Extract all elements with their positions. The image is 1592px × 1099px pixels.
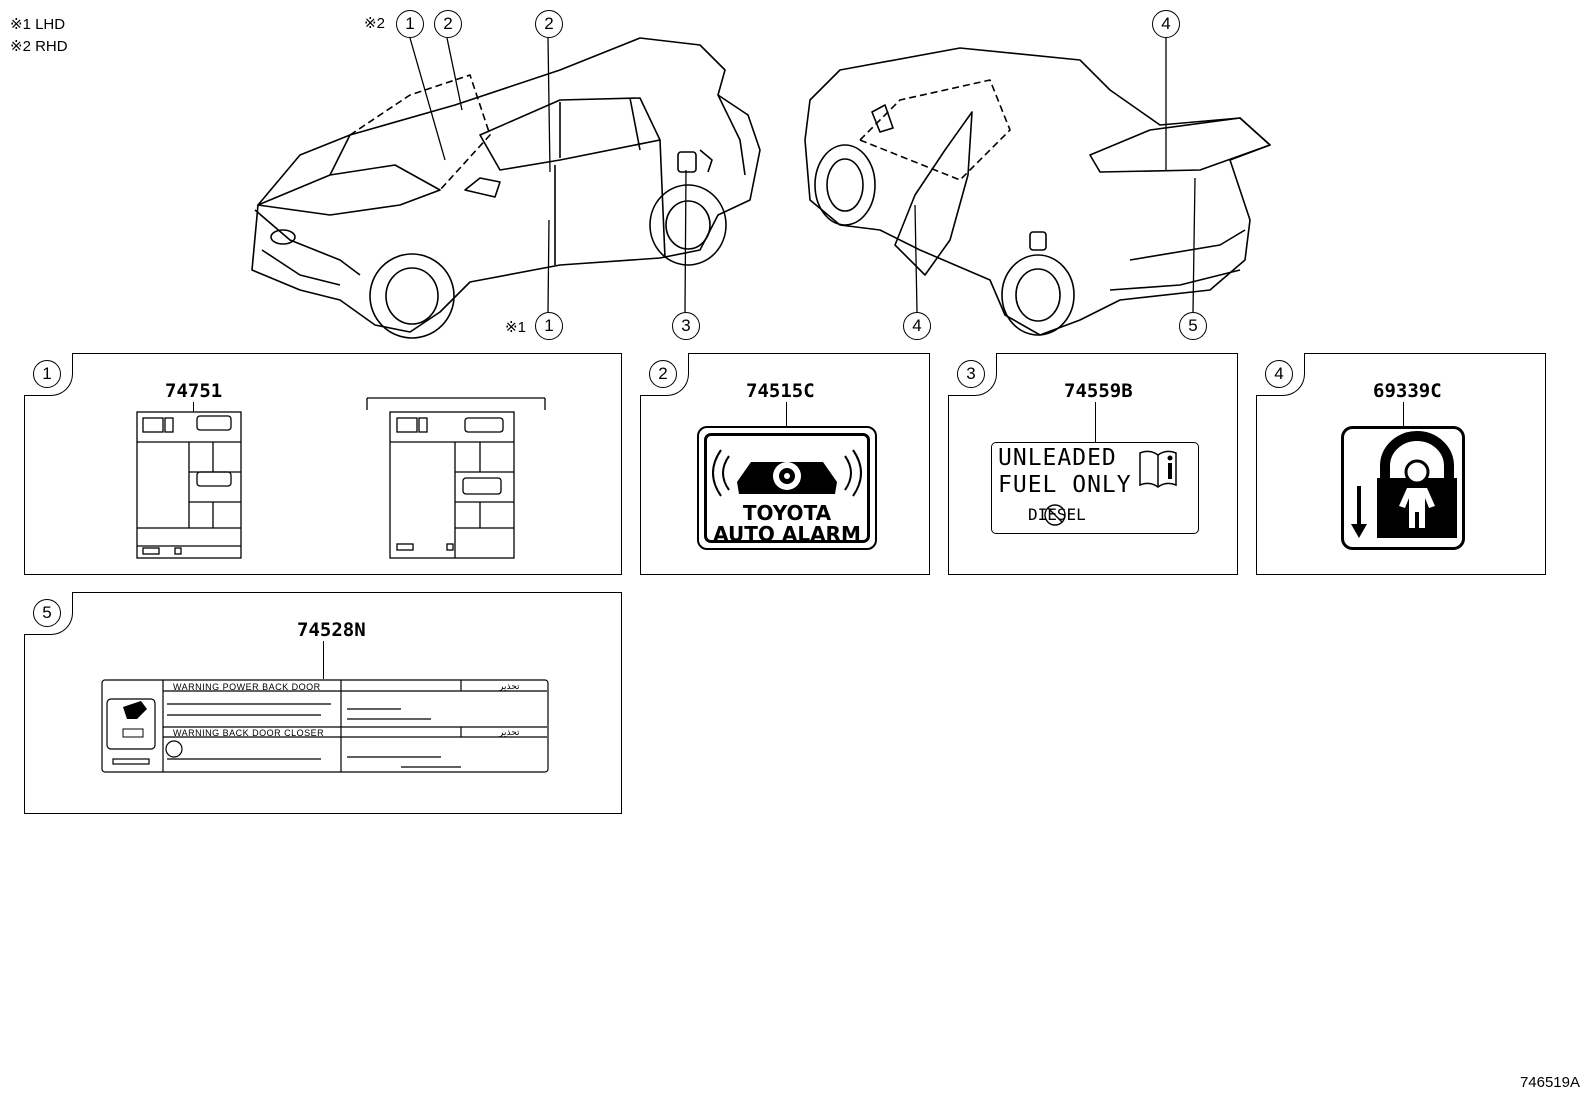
warning-header-power-back-door: WARNING POWER BACK DOOR: [173, 682, 321, 692]
panel-1: 1 74751: [24, 353, 622, 575]
tire-label-drawings: [136, 397, 546, 559]
part-number-74515C: 74515C: [746, 380, 815, 402]
callout-note-rhd: ※2: [364, 15, 385, 32]
callout-4-bottom: 4: [903, 312, 931, 340]
panel-3-number: 3: [957, 360, 985, 388]
panel-5-number: 5: [33, 599, 61, 627]
callout-note-lhd: ※1: [505, 319, 526, 336]
part-number-74528N: 74528N: [297, 619, 366, 641]
warning-arabic-2: تحذير: [499, 727, 520, 737]
warning-arabic-1: تحذير: [499, 681, 520, 691]
panel-5: 5 74528N WARNING POWER BACK DOOR WARNING…: [24, 592, 622, 814]
child-lock-icon: [1341, 426, 1465, 550]
front-vehicle-drawing: [251, 37, 761, 339]
vehicle-illustrations: [251, 37, 1271, 339]
part-number-74559B: 74559B: [1064, 380, 1133, 402]
alarm-car-icon: [712, 449, 862, 497]
panel-1-number: 1: [33, 360, 61, 388]
callout-3-bottom: 3: [672, 312, 700, 340]
callout-1-top: 1: [396, 10, 424, 38]
panel-2: 2 74515C TOYOTA AUTO ALARM: [640, 353, 930, 575]
legend-rhd: ※2 RHD: [10, 38, 68, 55]
callout-4-top: 4: [1152, 10, 1180, 38]
panel-4-number: 4: [1265, 360, 1293, 388]
panel-3: 3 74559B UNLEADED FUEL ONLY DIESEL: [948, 353, 1238, 575]
legend-lhd: ※1 LHD: [10, 16, 66, 33]
legend: ※1 LHD ※2 RHD: [10, 14, 68, 58]
callout-2-top-left: 2: [434, 10, 462, 38]
rear-vehicle-drawing: [804, 47, 1271, 336]
manual-book-icon: [1139, 450, 1177, 488]
part-number-69339C: 69339C: [1373, 380, 1442, 402]
unleaded-fuel-label: UNLEADED FUEL ONLY DIESEL: [991, 442, 1199, 534]
warning-header-back-door-closer: WARNING BACK DOOR CLOSER: [173, 728, 325, 738]
callout-1-bottom: 1: [535, 312, 563, 340]
part-number-74751: 74751: [165, 380, 223, 402]
callout-leaders: [409, 37, 1196, 313]
power-back-door-warning-label: [101, 679, 549, 773]
diesel-crossed: DIESEL: [1028, 505, 1086, 524]
callout-2-top-right: 2: [535, 10, 563, 38]
figure-id: 746519A: [1519, 1074, 1580, 1091]
toyota-auto-alarm-label: TOYOTA AUTO ALARM: [697, 426, 877, 550]
panel-4: 4 69339C: [1256, 353, 1546, 575]
callout-5-bottom: 5: [1179, 312, 1207, 340]
panel-2-number: 2: [649, 360, 677, 388]
